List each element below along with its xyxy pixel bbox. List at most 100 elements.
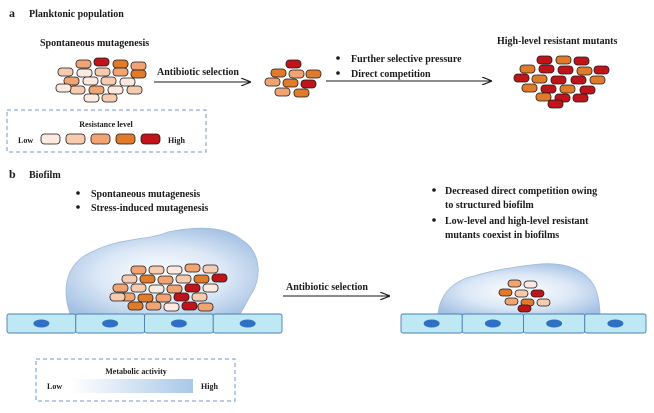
bacterium [109, 292, 126, 302]
panel-b-left-bullet-1: Spontaneous mutagenesis [91, 189, 200, 200]
panel-a-left-label: Spontaneous mutagenesis [40, 38, 149, 49]
bacterium [191, 292, 208, 302]
bacterium [202, 283, 219, 293]
metabolic-legend-title: Metabolic activity [105, 367, 167, 376]
bacterium [530, 289, 545, 298]
bacterium [576, 66, 593, 76]
panel-b-right-bullet-2b: mutants coexist in biofilms [445, 230, 559, 241]
bacterium [535, 92, 552, 102]
bacterium [193, 274, 210, 284]
bacterium [300, 79, 317, 89]
cell-nucleus [239, 319, 256, 328]
bacterium [93, 57, 110, 67]
resistance-legend-low: Low [18, 136, 33, 145]
panel-a-bullet-2: Direct competition [351, 69, 431, 80]
bacterium [107, 85, 124, 95]
bacteria-cluster-high-level [513, 55, 610, 109]
bacterium [130, 61, 147, 71]
bacterium [127, 301, 144, 311]
bacterium [513, 73, 530, 83]
bacterium [202, 264, 219, 274]
bacterium [197, 302, 214, 312]
bacterium [305, 69, 322, 79]
cell-nucleus [423, 319, 440, 328]
bacterium [579, 85, 596, 95]
bacterium [82, 76, 99, 86]
bacterium [555, 55, 572, 65]
bacterium [519, 64, 536, 74]
bacterium [547, 99, 564, 109]
bullet-dot [432, 218, 436, 222]
bacterium [559, 84, 576, 94]
bacterium [166, 284, 183, 294]
bacterium [504, 297, 519, 306]
bacterium [274, 87, 291, 97]
bacterium [100, 76, 117, 86]
cell-nucleus [546, 319, 563, 328]
bacterium [538, 64, 555, 74]
resistance-swatch [140, 133, 161, 145]
bacterium [112, 283, 129, 293]
bacterium [112, 59, 129, 69]
panel-a-right-label: High-level resistant mutants [497, 36, 617, 47]
metabolic-legend-low: Low [47, 382, 62, 391]
cell-nucleus [484, 319, 501, 328]
bacterium [126, 85, 143, 95]
metabolic-legend-high: High [201, 382, 218, 391]
resistance-swatch [90, 133, 111, 145]
bacterium [211, 273, 228, 283]
epithelium-right [400, 313, 647, 334]
bacterium [531, 74, 548, 84]
bacterium [523, 280, 538, 289]
bacterium [288, 69, 305, 79]
bacterium [536, 298, 551, 307]
biofilm-left-bacteria [109, 263, 228, 312]
bacterium [148, 265, 165, 275]
resistance-legend-title: Resistance level [79, 120, 133, 129]
epithelium-left [6, 313, 283, 334]
cell-nucleus [33, 319, 50, 328]
bacterium [55, 83, 72, 93]
bacterium [557, 65, 574, 75]
bacterium [148, 284, 165, 294]
resistance-legend-high: High [168, 136, 185, 145]
bacterium [184, 263, 201, 273]
bacterium [282, 78, 299, 88]
panel-b-left-bullet-2: Stress-induced mutagenesis [91, 203, 208, 214]
bacterium [137, 293, 154, 303]
bacterium [163, 302, 180, 312]
bacterium [145, 301, 162, 311]
bacteria-cluster-survivors [264, 59, 322, 98]
resistance-swatch [40, 133, 61, 145]
cell-nucleus [102, 319, 119, 328]
bacterium [514, 289, 529, 298]
bullet-dot [76, 191, 80, 195]
bacterium [550, 75, 567, 85]
bacterium [184, 283, 201, 293]
bacterium [63, 76, 80, 86]
bacterium [270, 68, 287, 78]
bacterium [130, 265, 147, 275]
bacterium [293, 88, 310, 98]
bullet-dot [336, 56, 340, 60]
biofilm-right [437, 263, 601, 315]
panel-b-right-bullet-2a: Low-level and high-level resistant [445, 216, 589, 227]
bullet-dot [432, 188, 436, 192]
bacterium [130, 69, 147, 79]
bullet-dot [336, 71, 340, 75]
bacterium [130, 283, 147, 293]
bacterium [521, 83, 538, 93]
bacterium [175, 274, 192, 284]
panel-a-title: Planktonic population [29, 9, 124, 20]
panel-a-bullet-1: Further selective pressure [351, 54, 462, 65]
bacterium [101, 93, 118, 103]
bacterium [112, 67, 129, 77]
biofilm-arrow-label: Antibiotic selection [286, 282, 368, 293]
bacterium [570, 75, 587, 85]
bacterium [540, 84, 557, 94]
panel-b-right-bullet-1a: Decreased direct competition owing [445, 186, 597, 197]
bacterium [157, 275, 174, 285]
bacterium [88, 85, 105, 95]
